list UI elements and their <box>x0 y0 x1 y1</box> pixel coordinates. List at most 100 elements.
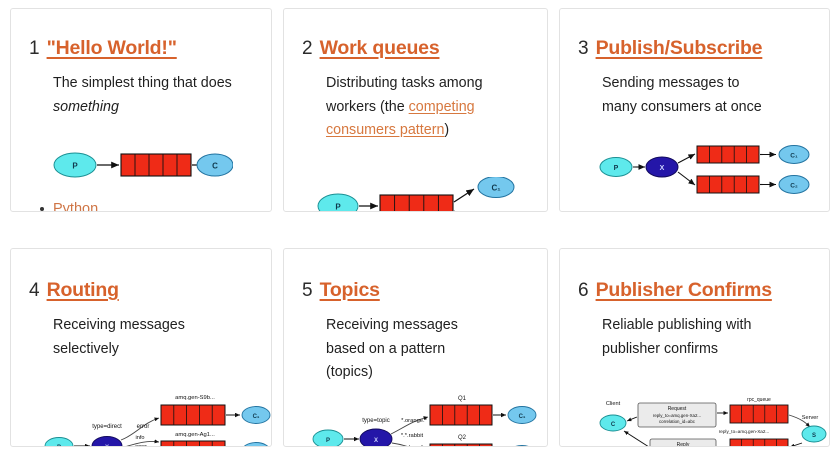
desc-text: The simplest thing that does <box>53 75 232 92</box>
card-hello-world[interactable]: 1 "Hello World!" The simplest thing that… <box>10 8 272 212</box>
exchange-node <box>91 436 123 446</box>
label-queue-top: rpc_queue <box>747 397 771 403</box>
card-inner: 3 Publish/Subscribe Sending messages to … <box>560 37 829 211</box>
consumer-node-1 <box>477 177 515 198</box>
queue-node-1 <box>160 404 226 426</box>
card-heading: 2 Work queues <box>284 37 547 59</box>
card-description: Reliable publishing with publisher confi… <box>560 314 782 360</box>
label-queue-top: Q1 <box>458 396 467 402</box>
card-work-queues[interactable]: 2 Work queues Distributing tasks among w… <box>283 8 548 212</box>
diagram-routing: P X type=direct error info error warning… <box>44 395 271 447</box>
client-node <box>599 414 627 432</box>
queue-node-2 <box>160 440 226 446</box>
request-box: Request reply_to=amq.gen-Xa2... correlat… <box>637 402 717 428</box>
card-title-link[interactable]: "Hello World!" <box>46 37 177 59</box>
desc-text: Sending messages to many consumers at on… <box>602 75 762 115</box>
svg-text:P: P <box>57 445 61 447</box>
exchange-node <box>359 428 393 446</box>
link-competing-consumers-pattern[interactable]: competing consumers pattern <box>326 98 475 138</box>
card-heading: 4 Routing <box>11 279 271 301</box>
desc-text-after: ) <box>444 121 450 138</box>
card-number: 3 <box>578 38 589 59</box>
svg-text:C: C <box>611 422 616 428</box>
label-client: Client <box>606 401 621 407</box>
queue-node <box>120 153 192 177</box>
queue-node-2 <box>729 438 789 446</box>
list-item: Python <box>602 207 647 211</box>
language-links-list: Python Java <box>11 195 99 212</box>
card-description: Sending messages to many consumers at on… <box>560 72 792 118</box>
card-heading: 5 Topics <box>284 279 547 301</box>
producer-node <box>53 152 97 178</box>
card-inner: 1 "Hello World!" The simplest thing that… <box>11 37 271 212</box>
producer-node <box>599 157 633 177</box>
label-queue-bottom: amq.gen-Ag1... <box>175 432 215 438</box>
consumer-node-1 <box>241 406 271 424</box>
queue-node-1 <box>429 404 493 426</box>
label-binding-error: error <box>135 444 147 447</box>
label-queue-mid: reply_to=amq.gen-Xa2... <box>719 429 769 434</box>
svg-text:X: X <box>374 438 378 444</box>
svg-text:P: P <box>335 203 341 212</box>
card-title-link[interactable]: Work queues <box>319 37 440 59</box>
diagram-publish-subscribe: P X <box>599 145 810 194</box>
consumer-node-2 <box>515 445 529 446</box>
svg-text:S: S <box>812 433 816 439</box>
svg-text:C₁: C₁ <box>790 153 798 160</box>
card-title-link[interactable]: Routing <box>46 279 119 301</box>
svg-text:P: P <box>614 165 619 172</box>
label-binding-error-top: error <box>137 424 150 430</box>
link-python[interactable]: Python <box>53 201 99 212</box>
desc-text: Receiving messages based on a pattern (t… <box>326 317 458 380</box>
svg-text:P: P <box>326 438 330 444</box>
card-publish-subscribe[interactable]: 3 Publish/Subscribe Sending messages to … <box>559 8 830 212</box>
card-inner: 6 Publisher Confirms Reliable publishing… <box>560 279 829 447</box>
card-number: 2 <box>302 38 313 59</box>
consumer-node-2 <box>244 442 268 446</box>
queue-node <box>379 194 454 211</box>
label-exchange-type: type=topic <box>362 418 390 424</box>
svg-text:C: C <box>212 162 218 171</box>
card-heading: 1 "Hello World!" <box>11 37 271 59</box>
card-description: Receiving messages based on a pattern (t… <box>284 314 512 383</box>
card-description: The simplest thing that does something <box>11 72 261 118</box>
card-title-link[interactable]: Publisher Confirms <box>595 279 772 301</box>
card-topics[interactable]: 5 Topics Receiving messages based on a p… <box>283 248 548 447</box>
consumer-node-1 <box>507 406 537 424</box>
reply-box: Reply correlation_id=abc <box>649 438 717 447</box>
server-node <box>801 425 827 443</box>
label-binding-3: lazy.# <box>409 445 424 447</box>
card-title-link[interactable]: Topics <box>319 279 380 301</box>
card-number: 5 <box>302 280 313 301</box>
label-queue-top: amq.gen-S9b... <box>175 395 215 401</box>
desc-text: Distributing tasks among workers (the <box>326 75 483 115</box>
watermark: @稀土掘金技术社区 <box>639 443 819 446</box>
desc-emphasis: something <box>53 98 119 115</box>
queue-node-1 <box>696 145 760 164</box>
producer-node <box>44 437 74 446</box>
card-title-link[interactable]: Publish/Subscribe <box>595 37 763 59</box>
svg-text:C₁: C₁ <box>491 184 501 193</box>
card-heading: 3 Publish/Subscribe <box>560 37 829 59</box>
label-request-line2: correlation_id=abc <box>659 419 696 424</box>
card-number: 1 <box>29 38 40 59</box>
card-routing[interactable]: 4 Routing Receiving messages selectively… <box>10 248 272 447</box>
label-reply-title: Reply <box>677 442 690 447</box>
producer-node <box>317 193 359 211</box>
language-links-list: Python Java <box>560 207 647 211</box>
diagram-publisher-confirms: Client C Request reply_to=amq.gen-Xa2...… <box>599 397 827 447</box>
producer-node <box>312 429 344 446</box>
card-publisher-confirms[interactable]: 6 Publisher Confirms Reliable publishing… <box>559 248 830 447</box>
svg-text:P: P <box>72 162 78 171</box>
card-inner: 4 Routing Receiving messages selectively… <box>11 279 271 447</box>
label-binding-1: *.orange.* <box>401 418 428 424</box>
diagram-work-queues: P C₁ C₂ <box>317 177 515 212</box>
consumer-node-1 <box>778 145 810 164</box>
svg-text:X: X <box>660 165 665 172</box>
svg-text:C₁: C₁ <box>519 414 526 420</box>
label-request-title: Request <box>668 406 687 412</box>
svg-text:X: X <box>105 445 109 447</box>
label-queue-bottom: Q2 <box>458 435 467 441</box>
exchange-node <box>645 156 679 178</box>
